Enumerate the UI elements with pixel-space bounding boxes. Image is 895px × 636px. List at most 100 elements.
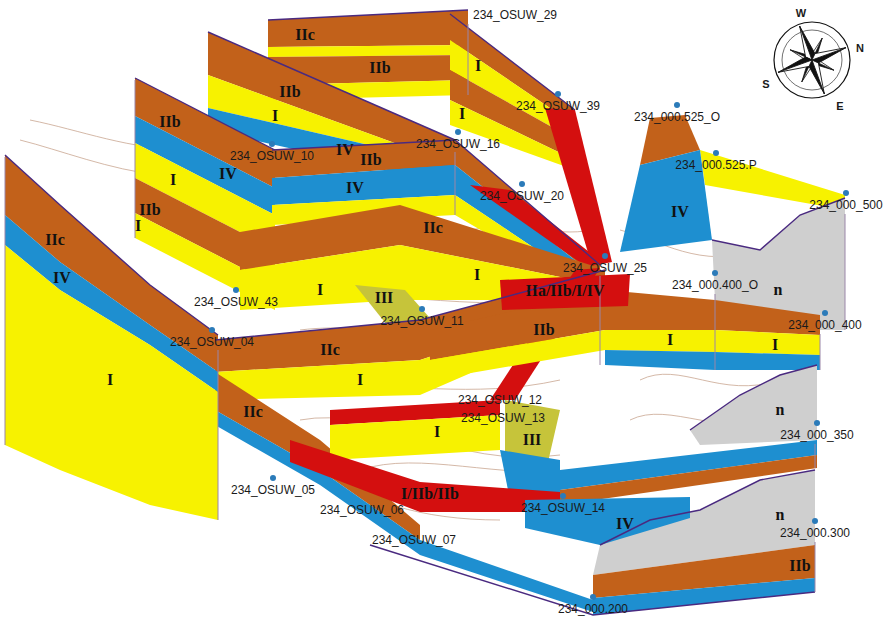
borehole-lines xyxy=(5,24,845,592)
layer-code: I xyxy=(272,107,278,124)
layer-code: I xyxy=(135,217,141,234)
borehole-name: 234_OSUW_14 xyxy=(521,501,605,515)
layer-code: n xyxy=(774,281,783,298)
borehole-name: 234_OSUW_29 xyxy=(473,8,557,22)
layer-code: I xyxy=(667,331,673,348)
layer-band-label: IIb xyxy=(367,60,392,76)
borehole-name: 234_000.525.P xyxy=(675,158,756,172)
layer-band-label: I xyxy=(472,267,482,283)
layer-code: III xyxy=(375,289,394,306)
borehole-name: 234_000.525_O xyxy=(634,110,720,124)
borehole-name: 234_OSUW_11 xyxy=(380,314,463,328)
borehole-name: 234_OSUW_25 xyxy=(563,261,647,275)
borehole-name: 234_000.400_O xyxy=(672,278,758,292)
layer-code: IIb xyxy=(159,113,180,130)
borehole-name: 234_OSUW_39 xyxy=(516,99,600,113)
compass-letter: E xyxy=(836,99,843,113)
layer-code: IIb xyxy=(360,151,381,168)
layer-band-label: I xyxy=(770,337,780,353)
layer-code: IIc xyxy=(243,403,263,420)
layer-code: IIb xyxy=(279,83,300,100)
layer-band-label: IIb xyxy=(787,558,812,574)
layer-code: IIc xyxy=(295,26,315,43)
layer-code: IV xyxy=(671,203,689,220)
layer-code: IIc xyxy=(423,219,443,236)
borehole-name: 234_OSUW_10 xyxy=(230,149,314,163)
layer-code: I xyxy=(459,105,465,122)
borehole-name: 234_OSUW_20 xyxy=(480,189,564,203)
layer-band-label: n xyxy=(774,507,787,523)
borehole-name: 234_OSUW_12 xyxy=(458,393,542,407)
layer-code: IIb xyxy=(789,557,810,574)
borehole-dots xyxy=(209,91,849,600)
layer-band-label: IV xyxy=(334,142,356,158)
layer-band-label: III xyxy=(373,290,396,306)
layer-band-label: IIc xyxy=(43,232,67,248)
layer-code: n xyxy=(776,506,785,523)
compass-letter: N xyxy=(856,41,864,55)
layer-band-label: I xyxy=(270,108,280,124)
layer-band-label: I xyxy=(168,172,178,188)
layer-band-label: I/IIb/IIb xyxy=(399,486,461,502)
layer-code: IIc xyxy=(320,341,340,358)
layer-band-label: IV xyxy=(614,516,636,532)
layer-code: III xyxy=(523,431,542,448)
layer-code: I xyxy=(434,423,440,440)
layer-band-label: I xyxy=(665,332,675,348)
borehole-name: 234_OSUW_13 xyxy=(461,411,545,425)
layer-band-label: I xyxy=(315,282,325,298)
layer-code: I xyxy=(474,266,480,283)
borehole-name: 234_OSUW_07 xyxy=(372,533,456,547)
layer-code: IIa/IIb/I/IV xyxy=(525,282,604,299)
panel-outlines xyxy=(5,10,845,615)
layer-code: IV xyxy=(336,141,354,158)
layer-band-label: n xyxy=(774,402,787,418)
borehole-name: 234_OSUW_04 xyxy=(170,335,254,349)
layer-band-label: IIb xyxy=(531,322,556,338)
layer-band-label: III xyxy=(521,432,544,448)
layer-code: IIb xyxy=(533,321,554,338)
layer-band-label: I xyxy=(133,218,143,234)
layer-code: IV xyxy=(616,515,634,532)
layer-band-label: IV xyxy=(217,166,239,182)
compass-letter: W xyxy=(796,6,806,20)
layer-band-label: IV xyxy=(51,270,73,286)
layer-code: IV xyxy=(219,165,237,182)
borehole-name: 234_000_350 xyxy=(780,428,853,442)
borehole-name: 234_OSUW_05 xyxy=(231,483,315,497)
borehole-name: 234_000_500 xyxy=(809,198,882,212)
compass-letter: S xyxy=(762,77,769,91)
layer-code: I xyxy=(475,57,481,74)
layer-band-label: IV xyxy=(344,180,366,196)
layer-band-label: IV xyxy=(669,204,691,220)
layer-band-label: I xyxy=(432,424,442,440)
layer-code: IIb xyxy=(369,59,390,76)
borehole-name: 234_OSUW_16 xyxy=(416,137,500,151)
layer-band-label: IIc xyxy=(241,404,265,420)
layer-code: I xyxy=(772,336,778,353)
layer-code: IV xyxy=(53,269,71,286)
layer-band-label: IIb xyxy=(358,152,383,168)
layer-code: I/IIb/IIb xyxy=(401,485,459,502)
layer-band-label: IIb xyxy=(157,114,182,130)
layer-band-label: IIc xyxy=(293,27,317,43)
layer-code: I xyxy=(107,371,113,388)
layer-band-label: IIa/IIb/I/IV xyxy=(523,283,606,299)
layer-band-label: n xyxy=(772,282,785,298)
borehole-name: 234_000_400 xyxy=(788,318,861,332)
layer-code: I xyxy=(357,371,363,388)
layer-band-label: IIb xyxy=(277,84,302,100)
layer-band-label: I xyxy=(355,372,365,388)
layer-band-label: I xyxy=(105,372,115,388)
borehole-name: 234_OSUW_43 xyxy=(194,295,278,309)
layer-code: I xyxy=(317,281,323,298)
layer-code: I xyxy=(170,171,176,188)
layer-code: IIb xyxy=(139,201,160,218)
borehole-name: 234_OSUW_06 xyxy=(320,503,404,517)
layer-band-label: I xyxy=(457,106,467,122)
compass-rose xyxy=(766,14,858,106)
layer-code: n xyxy=(776,401,785,418)
borehole-name: 234_000.300 xyxy=(780,526,850,540)
layer-band-label: IIb xyxy=(137,202,162,218)
